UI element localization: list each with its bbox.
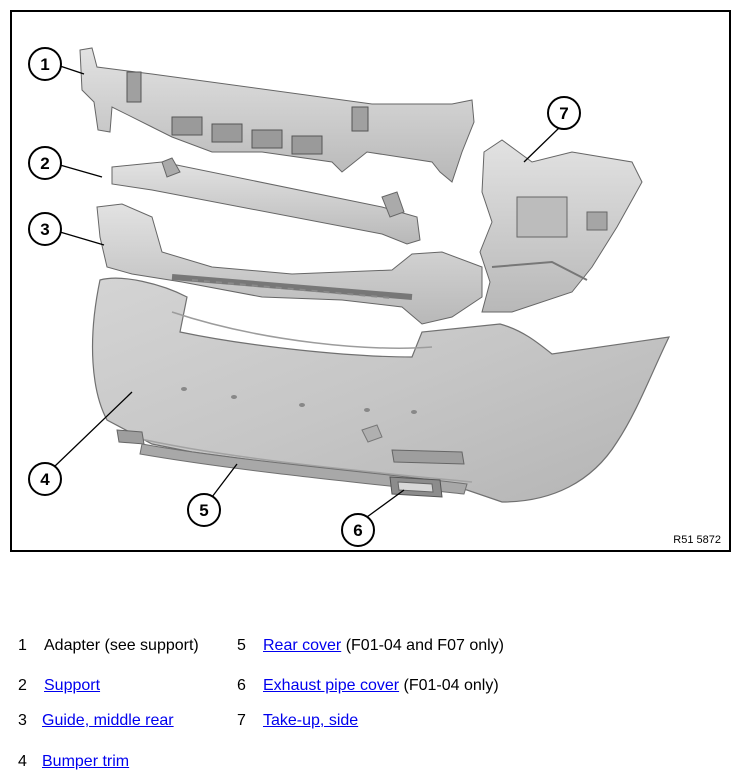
part-support [111,157,421,245]
part-adapter [79,47,475,183]
legend-item-adapter: Adapter (see support) [44,637,199,654]
legend-number: 1 [18,637,27,654]
exhaust-pipe-cover-note: (F01-04 only) [399,677,499,694]
part-exhaust-pipe-cover [389,476,443,498]
callout-1: 1 [28,47,62,81]
support-link[interactable]: Support [44,677,101,694]
legend-number: 4 [18,753,27,770]
take-up-side-link[interactable]: Take-up, side [263,712,359,729]
legend-number: 2 [18,677,27,694]
legend-number: 5 [237,637,246,654]
callout-4-label: 4 [40,470,50,489]
legend-item-exhaust-pipe-cover: Exhaust pipe cover (F01-04 only) [263,677,499,695]
exhaust-pipe-cover-link[interactable]: Exhaust pipe cover [263,677,400,694]
bumper-trim-link[interactable]: Bumper trim [42,753,130,770]
leader-lines [53,65,561,518]
legend-item-bumper-trim: Bumper trim [42,753,129,771]
callout-3-label: 3 [40,220,49,239]
callout-3: 3 [28,212,62,246]
legend-item-rear-cover: Rear cover (F01-04 and F07 only) [263,637,504,655]
callout-5-label: 5 [199,501,208,520]
legend-number: 7 [237,712,246,729]
callout-6: 6 [341,513,375,547]
legend-item-take-up-side: Take-up, side [263,712,358,730]
callout-6-label: 6 [353,521,362,540]
rear-cover-link[interactable]: Rear cover [263,637,342,654]
guide-middle-rear-link[interactable]: Guide, middle rear [42,712,174,729]
part-rear-cover [139,443,468,495]
callout-2: 2 [28,146,62,180]
legend-number: 3 [18,712,27,729]
callout-5: 5 [187,493,221,527]
exploded-view-drawing: 1 2 3 4 5 6 7 [28,47,671,547]
callout-1-label: 1 [40,55,49,74]
callout-4: 4 [28,462,62,496]
figure-reference-code: R51 5872 [673,534,721,546]
legend-item-support: Support [44,677,100,695]
callout-7-label: 7 [559,104,568,123]
callout-2-label: 2 [40,154,49,173]
rear-cover-note: (F01-04 and F07 only) [341,637,504,654]
parts-diagram: 1 2 3 4 5 6 7 R51 5872 [10,10,731,552]
part-take-up-side [479,139,643,313]
legend-item-guide: Guide, middle rear [42,712,174,730]
part-guide-middle-rear [96,203,483,325]
legend-number: 6 [237,677,246,694]
part-bumper-trim [91,277,671,503]
callout-7: 7 [547,96,581,130]
